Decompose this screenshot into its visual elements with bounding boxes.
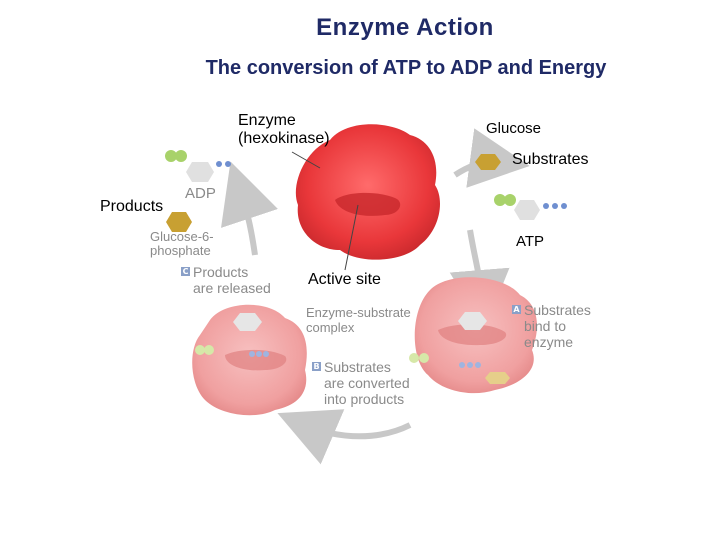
atp-label: ATP [516,233,545,250]
glucose-molecule [475,154,501,170]
es-complex-molecule [409,353,429,363]
page-subtitle: The conversion of ATP to ADP and Energy [205,57,607,79]
enzyme-label: Enzyme (hexokinase) [238,112,330,147]
adp-label: ADP [185,185,216,202]
glucose-6p-hex [233,313,262,331]
page-title: Enzyme Action [316,14,494,41]
step-b: B Substrates are converted into products [312,359,410,407]
step-a-text: Substrates bind to enzyme [524,302,591,350]
products-label: Products [100,198,164,215]
pointer-enzyme [291,151,321,169]
enzyme-hexokinase [295,124,440,260]
substrates-label: Substrates [512,151,589,168]
atp-molecule [494,194,567,220]
glucose-6p-molecule [166,212,192,232]
enzyme-products-released [192,304,307,416]
arrow-release [221,161,278,256]
es-complex-label: Enzyme-substrate complex [306,305,411,335]
step-b-text: Substrates are converted into products [324,359,410,407]
glucose-6p-label: Glucose-6- phosphate [150,229,214,258]
pointer-active-site [344,204,359,271]
arrow-convert [277,409,412,465]
active-site-label: Active site [308,271,381,288]
step-c: C Products are released [181,264,271,296]
adp-molecule [165,150,231,182]
glucose-label: Glucose [486,120,542,137]
step-b-badge: B [312,362,321,371]
step-a: A Substrates bind to enzyme [512,302,591,350]
enzyme-substrate-complex-shape [414,277,537,394]
step-a-badge: A [512,305,521,314]
step-c-badge: C [181,267,190,276]
step-c-text: Products are released [193,264,271,296]
